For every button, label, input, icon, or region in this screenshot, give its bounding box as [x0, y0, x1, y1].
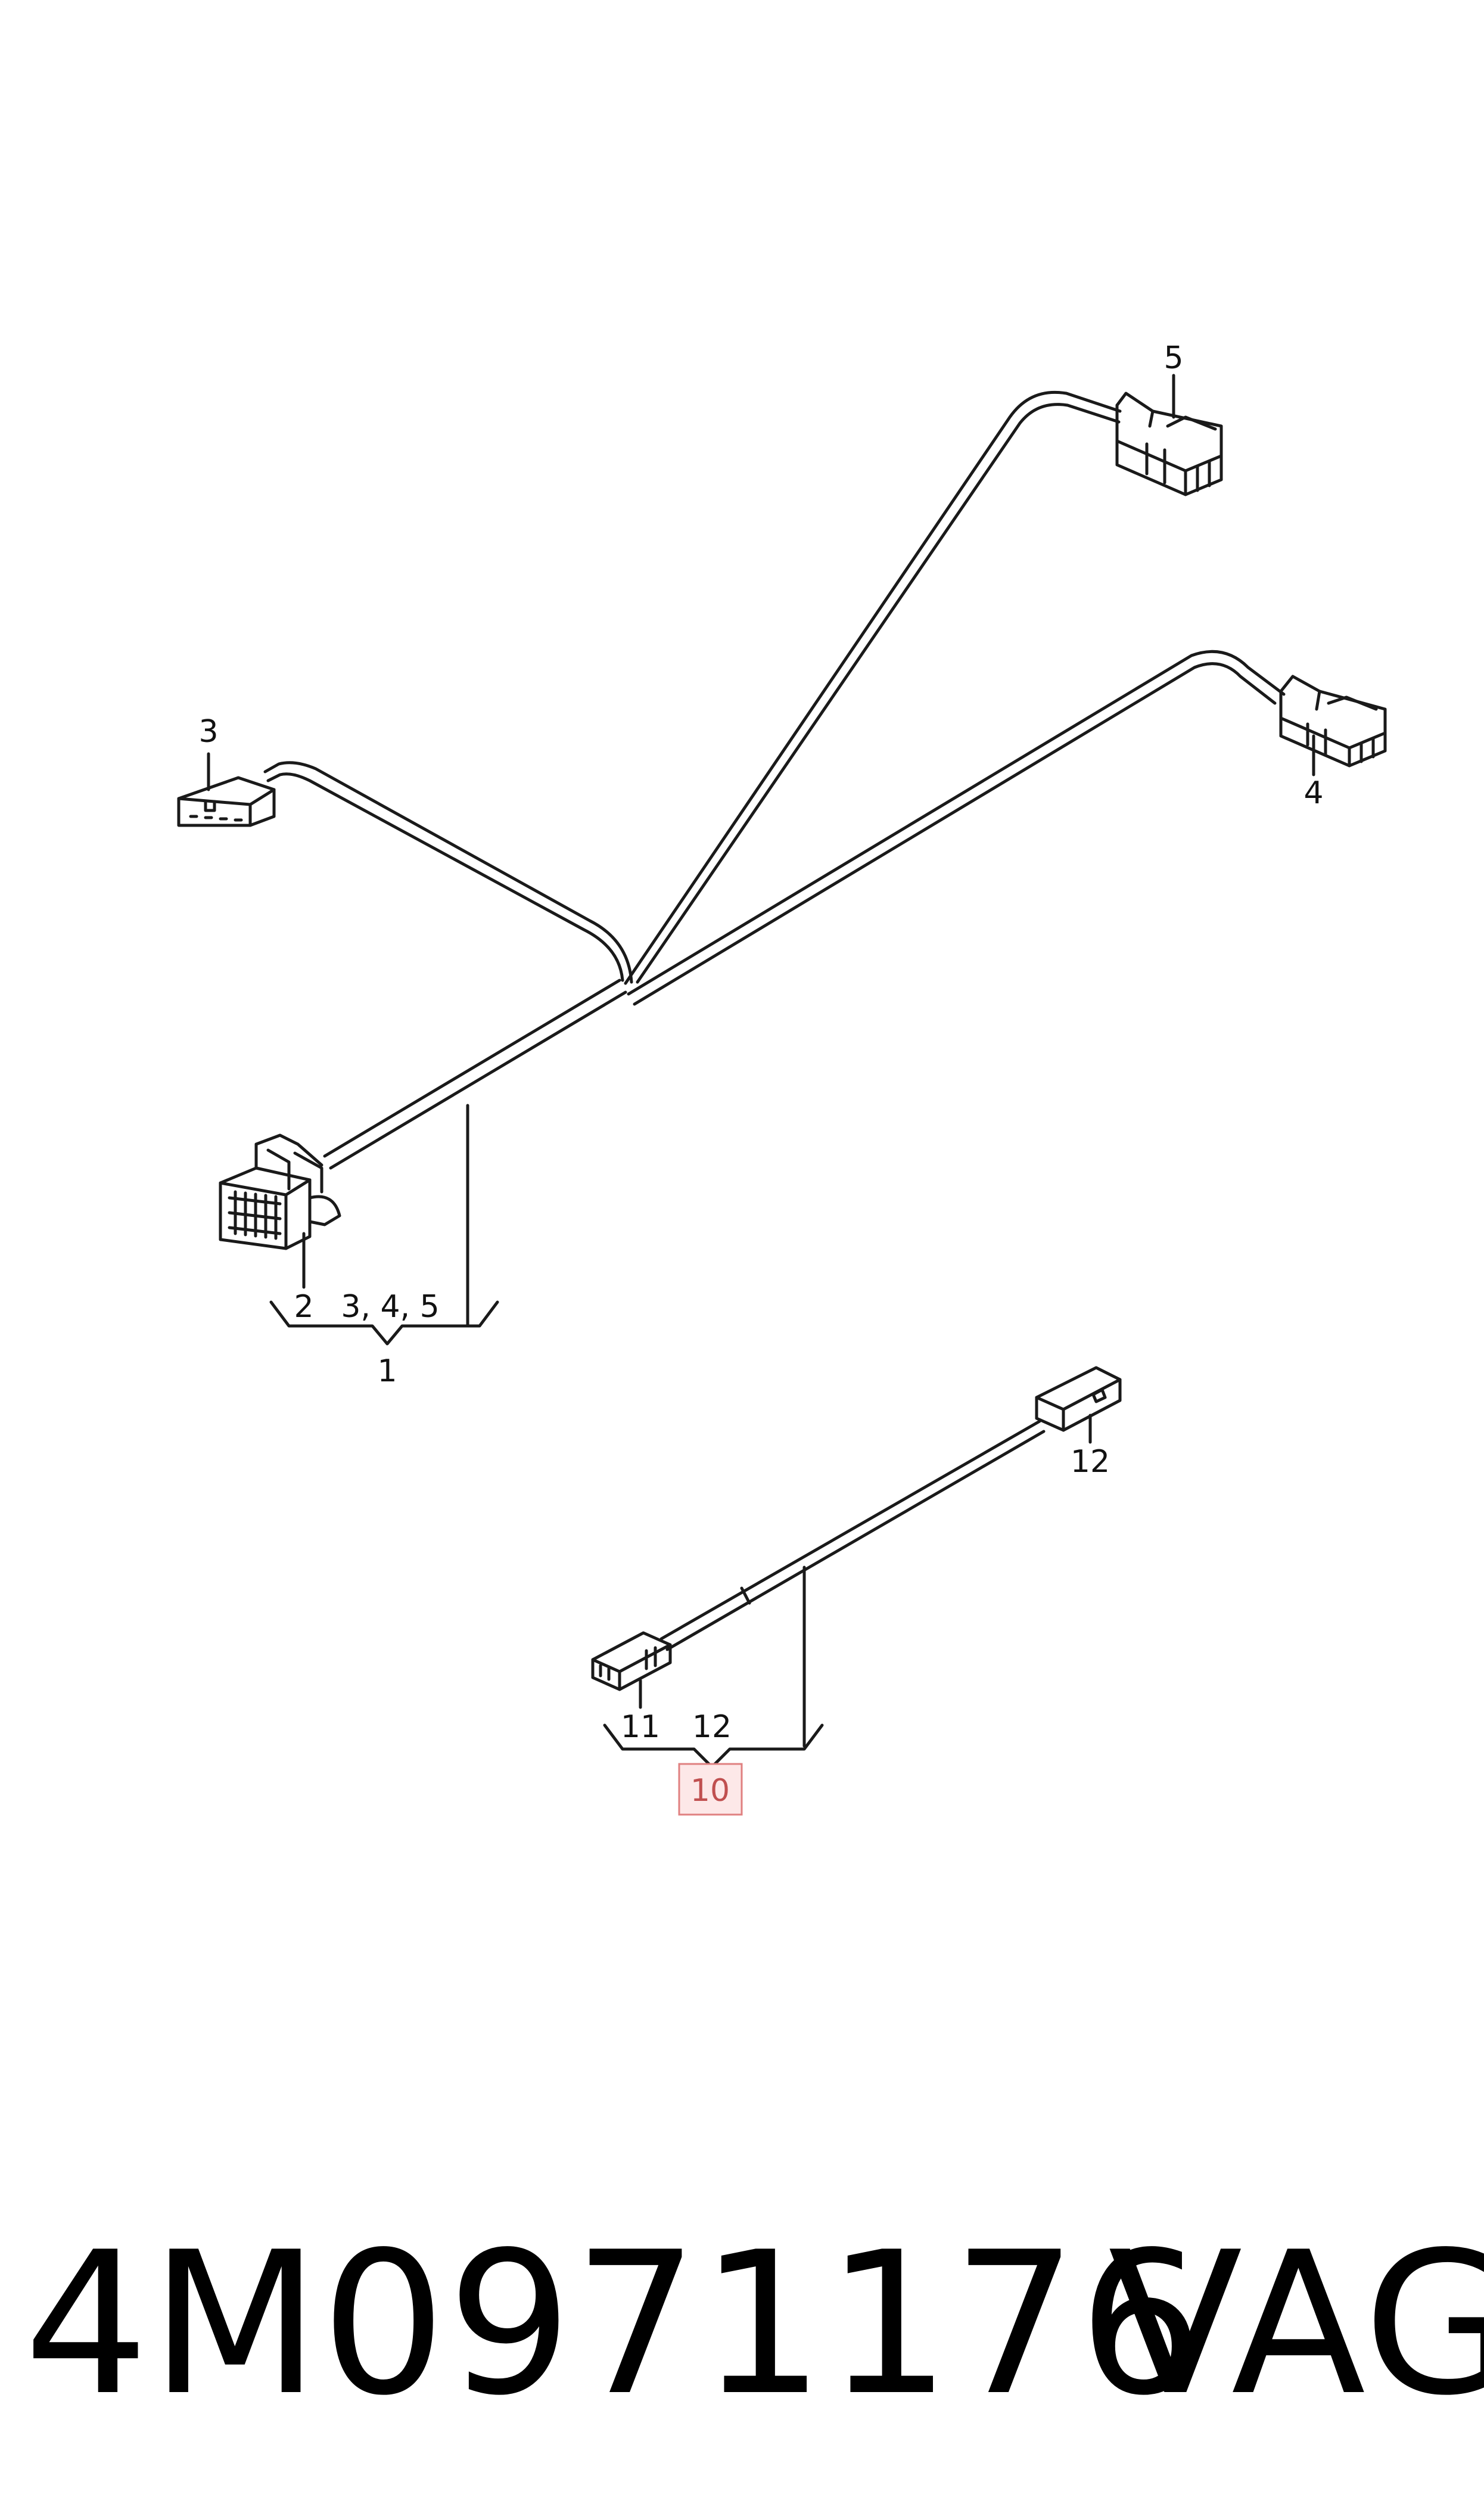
- callout-11: 11: [621, 1709, 660, 1745]
- callout-1: 1: [377, 1353, 397, 1389]
- connector-12: [1035, 1366, 1122, 1432]
- callout-3: 3: [198, 714, 218, 750]
- callout-10-highlight: [678, 1763, 743, 1816]
- bracket-1: [269, 1300, 499, 1346]
- brand-label: VAG: [1108, 2210, 1484, 2439]
- cable-10: [659, 1420, 1046, 1651]
- harness-1-branch-3: [263, 761, 633, 984]
- part-number: 4M0971176: [24, 2210, 1205, 2439]
- callout-12-lower: 12: [692, 1709, 732, 1745]
- connector-2: [219, 1133, 341, 1250]
- connector-3: [177, 776, 276, 827]
- callout-5: 5: [1163, 340, 1183, 376]
- connector-5: [1115, 392, 1223, 496]
- connector-4: [1279, 675, 1387, 768]
- harness-1-branch-4: [627, 650, 1286, 1006]
- connector-11: [591, 1631, 672, 1691]
- callout-4: 4: [1303, 775, 1323, 811]
- callout-2: 2: [294, 1289, 313, 1325]
- callout-10: 10: [690, 1773, 730, 1809]
- harness-1-trunk: [323, 979, 627, 1170]
- callout-3-4-5: 3, 4, 5: [341, 1289, 439, 1325]
- callout-12-upper: 12: [1071, 1444, 1110, 1480]
- footer: 4M0971176 VAG: [0, 2205, 1484, 2443]
- leader-lines-upper: [207, 374, 1315, 1328]
- harness-1-branch-5: [624, 390, 1122, 985]
- leader-lines-lower: [639, 1414, 1092, 1748]
